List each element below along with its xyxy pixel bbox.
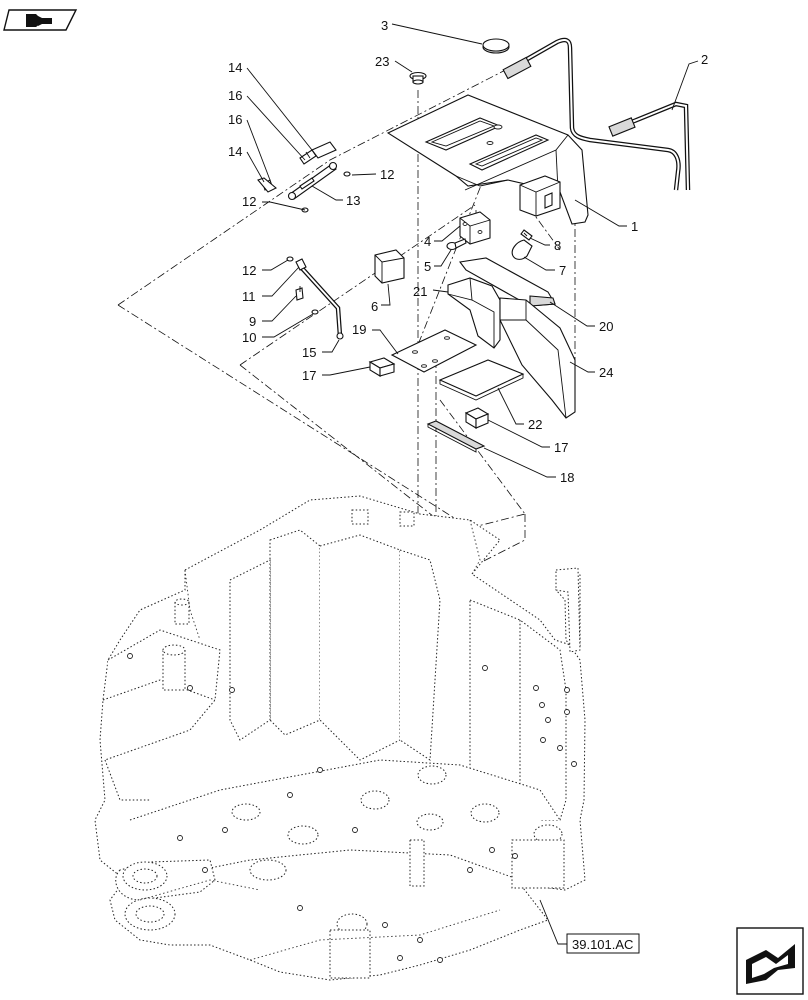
part-14-bracket-upper <box>311 141 337 159</box>
part-9-holder <box>295 286 304 301</box>
part-17-block-a <box>368 357 396 377</box>
callout-11: 11 <box>242 289 256 304</box>
part-2-seal <box>502 37 691 191</box>
callout-12-lower: 12 <box>242 263 256 278</box>
callout-7: 7 <box>559 263 566 278</box>
part-22-pad <box>438 359 525 401</box>
callout-5: 5 <box>424 259 431 274</box>
callout-10: 10 <box>242 330 256 345</box>
book-arrow-icon[interactable] <box>3 9 78 31</box>
callout-16-upper: 16 <box>228 88 242 103</box>
part-23-grommet <box>409 71 427 85</box>
callout-14-upper: 14 <box>228 60 242 75</box>
part-12-washer-lower <box>286 256 294 262</box>
callout-19: 19 <box>352 322 366 337</box>
callout-16-lower: 16 <box>228 112 242 127</box>
callout-6: 6 <box>371 299 378 314</box>
part-10-pin <box>311 309 319 315</box>
reference-label: 39.101.AC <box>572 937 633 952</box>
callout-labels: 3 23 2 1 14 16 16 14 12 13 12 12 11 9 10… <box>228 18 708 485</box>
part-19-pad <box>390 329 478 373</box>
part-4-bracket <box>459 211 491 245</box>
callout-21: 21 <box>413 284 427 299</box>
callout-17-left: 17 <box>302 368 316 383</box>
callout-18: 18 <box>560 470 574 485</box>
chassis-frame <box>94 495 586 981</box>
callout-8: 8 <box>554 238 561 253</box>
callout-3: 3 <box>381 18 388 33</box>
callout-20: 20 <box>599 319 613 334</box>
part-5-bolt <box>446 238 467 251</box>
next-page-arrow-icon[interactable] <box>736 927 804 995</box>
reference-box[interactable]: 39.101.AC <box>566 933 640 954</box>
callout-9: 9 <box>249 314 256 329</box>
callout-12-middle: 12 <box>242 194 256 209</box>
part-12-washers-upper <box>301 171 351 213</box>
callout-12-upper: 12 <box>380 167 394 182</box>
part-3-plug <box>482 38 510 54</box>
part-15-prop-rod <box>297 263 344 340</box>
callout-23: 23 <box>375 54 389 69</box>
part-13-gas-strut <box>287 161 338 201</box>
callout-1: 1 <box>631 219 638 234</box>
part-21-panel <box>447 277 501 349</box>
part-8-screw <box>520 229 533 241</box>
part-24-panel <box>499 297 576 419</box>
callout-4: 4 <box>424 234 431 249</box>
callout-17-right: 17 <box>554 440 568 455</box>
callout-15: 15 <box>302 345 316 360</box>
part-18-strip <box>426 420 486 453</box>
part-6-pad <box>374 249 405 284</box>
part-7-latch <box>511 239 533 260</box>
part-17-block-b <box>464 407 490 429</box>
part-1-cover <box>386 94 589 225</box>
leader-lines <box>246 23 699 945</box>
callout-13: 13 <box>346 193 360 208</box>
callout-2: 2 <box>701 52 708 67</box>
callout-22: 22 <box>528 417 542 432</box>
callout-14-lower: 14 <box>228 144 242 159</box>
part-14-bracket-lower <box>257 177 277 193</box>
callout-24: 24 <box>599 365 613 380</box>
